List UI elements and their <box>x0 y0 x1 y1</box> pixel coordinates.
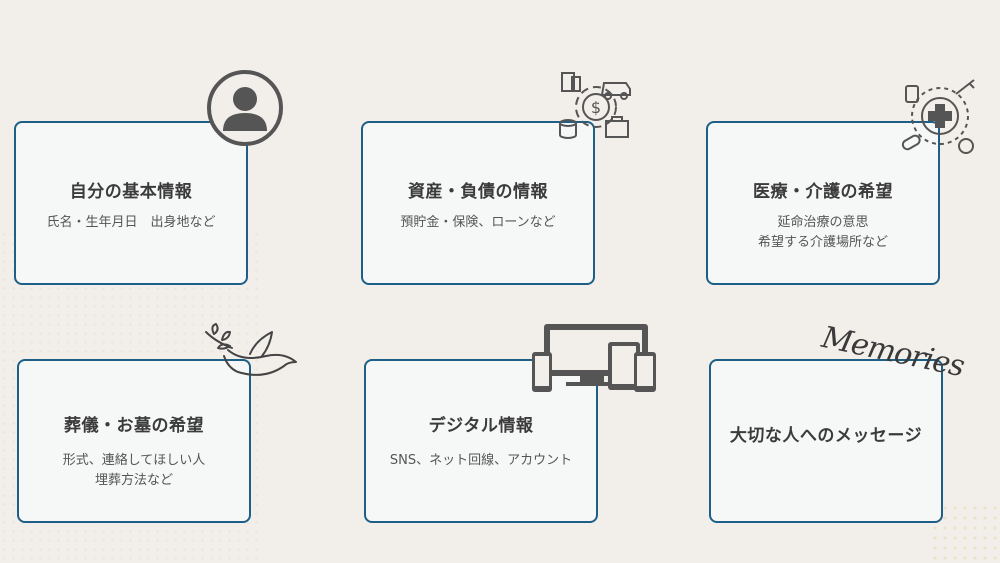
card-basic-info[interactable]: 自分の基本情報 氏名・生年月日 出身地など <box>14 121 248 285</box>
card-description-line: 希望する介護場所など <box>757 235 888 250</box>
card-title: 大切な人へのメッセージ <box>729 426 923 446</box>
card-title: 自分の基本情報 <box>69 182 193 202</box>
card-title: 医療・介護の希望 <box>753 182 893 202</box>
finance-assets-icon: $ <box>559 72 631 139</box>
card-medical-care[interactable]: 医療・介護の希望 延命治療の意思 希望する介護場所など <box>706 121 940 285</box>
svg-text:$: $ <box>591 98 601 117</box>
card-description-line: 氏名・生年月日 出身地など <box>46 215 216 230</box>
card-title: デジタル情報 <box>428 416 534 436</box>
card-funeral-grave[interactable]: 葬儀・お墓の希望 形式、連絡してほしい人 埋葬方法など <box>17 359 251 523</box>
card-description-line: 延命治療の意思 <box>777 215 869 230</box>
dove-icon <box>205 323 297 376</box>
devices-icon <box>532 324 656 392</box>
card-messages[interactable]: 大切な人へのメッセージ <box>709 359 943 523</box>
card-title: 葬儀・お墓の希望 <box>64 416 204 436</box>
card-description-line: 預貯金・保険、ローンなど <box>400 215 556 230</box>
medical-care-icon <box>901 79 975 154</box>
card-description-line: 埋葬方法など <box>94 473 173 488</box>
user-avatar-icon <box>207 70 283 146</box>
card-digital-info[interactable]: デジタル情報 SNS、ネット回線、アカウント <box>364 359 598 523</box>
card-description-line: 形式、連絡してほしい人 <box>62 453 206 468</box>
card-description-line: SNS、ネット回線、アカウント <box>389 453 573 468</box>
card-assets-debts[interactable]: 資産・負債の情報 預貯金・保険、ローンなど <box>361 121 595 285</box>
card-title: 資産・負債の情報 <box>408 182 548 202</box>
